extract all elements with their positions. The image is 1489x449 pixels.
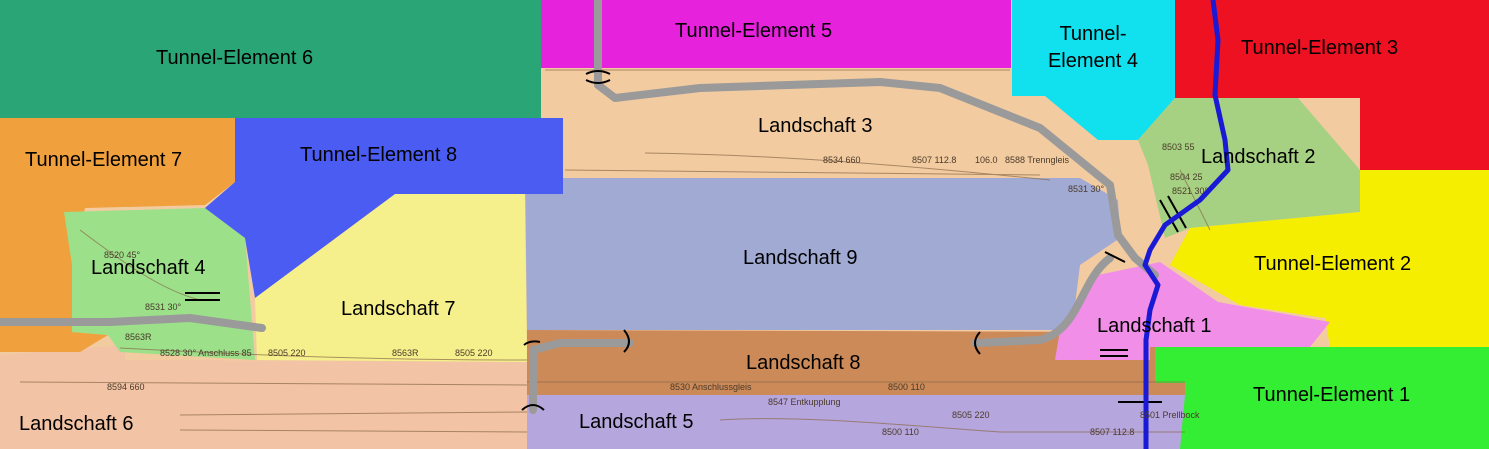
joint-mark xyxy=(1159,195,1187,233)
track-labels: 8534 660 8507 112.8 106.0 8588 Trennglei… xyxy=(104,142,1209,437)
track-label: 8507 112.8 xyxy=(912,155,956,165)
label-tunnel-element-5: Tunnel-Element 5 xyxy=(675,20,833,42)
label-landschaft-7: Landschaft 7 xyxy=(341,298,456,320)
track-line xyxy=(19,381,528,386)
label-landschaft-9: Landschaft 9 xyxy=(743,247,858,269)
track-joints xyxy=(185,70,1187,411)
track-line xyxy=(644,152,1051,181)
label-tunnel-element-4: Tunnel- Element 4 xyxy=(1048,22,1138,73)
track-label: 8504 25 xyxy=(1170,172,1203,182)
track-label: 8500 110 xyxy=(882,427,919,437)
label-landschaft-8: Landschaft 8 xyxy=(746,352,861,374)
track-line xyxy=(79,229,201,301)
track-line xyxy=(119,347,528,361)
track-label: 8563R xyxy=(125,332,152,342)
label-tunnel-element-7: Tunnel-Element 7 xyxy=(25,149,183,171)
track-label: 8547 Entkupplung xyxy=(768,397,841,407)
track-label: 8534 660 xyxy=(823,155,861,165)
track-label: 8531 30° xyxy=(145,302,182,312)
region-landschaft-1 xyxy=(1055,262,1330,360)
gray-track xyxy=(971,254,1114,347)
label-tunnel-element-3: Tunnel-Element 3 xyxy=(1241,37,1399,59)
track-label: 8563R xyxy=(392,348,419,358)
region-landschaft-8 xyxy=(527,330,1185,395)
label-tunnel-element-1: Tunnel-Element 1 xyxy=(1253,384,1411,406)
joint-mark xyxy=(1104,251,1126,263)
label-landschaft-2: Landschaft 2 xyxy=(1201,146,1316,168)
label-tunnel-element-4-line1: Tunnel- xyxy=(1059,23,1127,45)
label-landschaft-5: Landschaft 5 xyxy=(579,411,694,433)
region-tunnel-element-4 xyxy=(1012,0,1175,140)
region-tunnel-element-8 xyxy=(205,118,563,298)
track-label: 8507 112.8 xyxy=(1090,427,1134,437)
label-landschaft-4: Landschaft 4 xyxy=(91,257,206,279)
label-tunnel-element-4-line2: Element 4 xyxy=(1047,50,1139,72)
gray-track xyxy=(529,339,634,414)
track-line xyxy=(1179,169,1211,231)
track-label: 8505 220 xyxy=(952,410,990,420)
track-label: 8528 30° Anschluss 85 xyxy=(160,348,252,358)
track-lines xyxy=(19,69,1211,433)
region-tunnel-element-3 xyxy=(1175,0,1489,170)
track-label: 8503 55 xyxy=(1162,142,1195,152)
track-label: 8521 30° xyxy=(1172,186,1209,196)
region-landschaft-7 xyxy=(255,194,527,362)
region-landschaft-9 xyxy=(525,178,1120,330)
track-line xyxy=(719,418,1185,433)
label-landschaft-3: Landschaft 3 xyxy=(758,115,873,137)
track-line xyxy=(564,169,1041,176)
track-label: 8505 220 xyxy=(268,348,306,358)
joint-mark xyxy=(521,404,545,411)
joint-mark xyxy=(523,340,541,346)
label-landschaft-6: Landschaft 6 xyxy=(19,413,134,435)
joint-mark xyxy=(974,331,981,355)
track-label: 8531 30° xyxy=(1068,184,1105,194)
label-landschaft-1: Landschaft 1 xyxy=(1097,315,1212,337)
region-tunnel-element-6 xyxy=(0,0,541,118)
region-tunnel-element-5 xyxy=(541,0,1011,68)
gray-track xyxy=(0,314,266,332)
track-label: 106.0 xyxy=(975,155,998,165)
track-label: 8530 Anschlussgleis xyxy=(670,382,752,392)
track-label: 8520 45° xyxy=(104,250,141,260)
track-line xyxy=(179,429,528,433)
track-label: 8500 110 xyxy=(888,382,925,392)
track-label: 8501 Prellbock xyxy=(1140,410,1200,420)
region-landschaft-6 xyxy=(0,345,527,449)
track-label: 8588 Trenngleis xyxy=(1005,155,1070,165)
joint-mark xyxy=(585,70,611,84)
track-label: 8594 660 xyxy=(107,382,145,392)
label-tunnel-element-6: Tunnel-Element 6 xyxy=(156,47,314,69)
label-tunnel-element-8: Tunnel-Element 8 xyxy=(300,144,458,166)
joint-mark xyxy=(1100,349,1128,357)
blue-track xyxy=(1142,0,1231,449)
region-tunnel-element-7 xyxy=(0,118,235,352)
joint-mark xyxy=(623,329,630,353)
region-tunnel-element-1 xyxy=(1155,347,1489,449)
label-tunnel-element-2: Tunnel-Element 2 xyxy=(1254,253,1412,275)
track-line xyxy=(179,411,528,416)
region-tunnel-element-2 xyxy=(1170,170,1489,347)
track-label: 8505 220 xyxy=(455,348,493,358)
joint-mark xyxy=(185,292,220,301)
